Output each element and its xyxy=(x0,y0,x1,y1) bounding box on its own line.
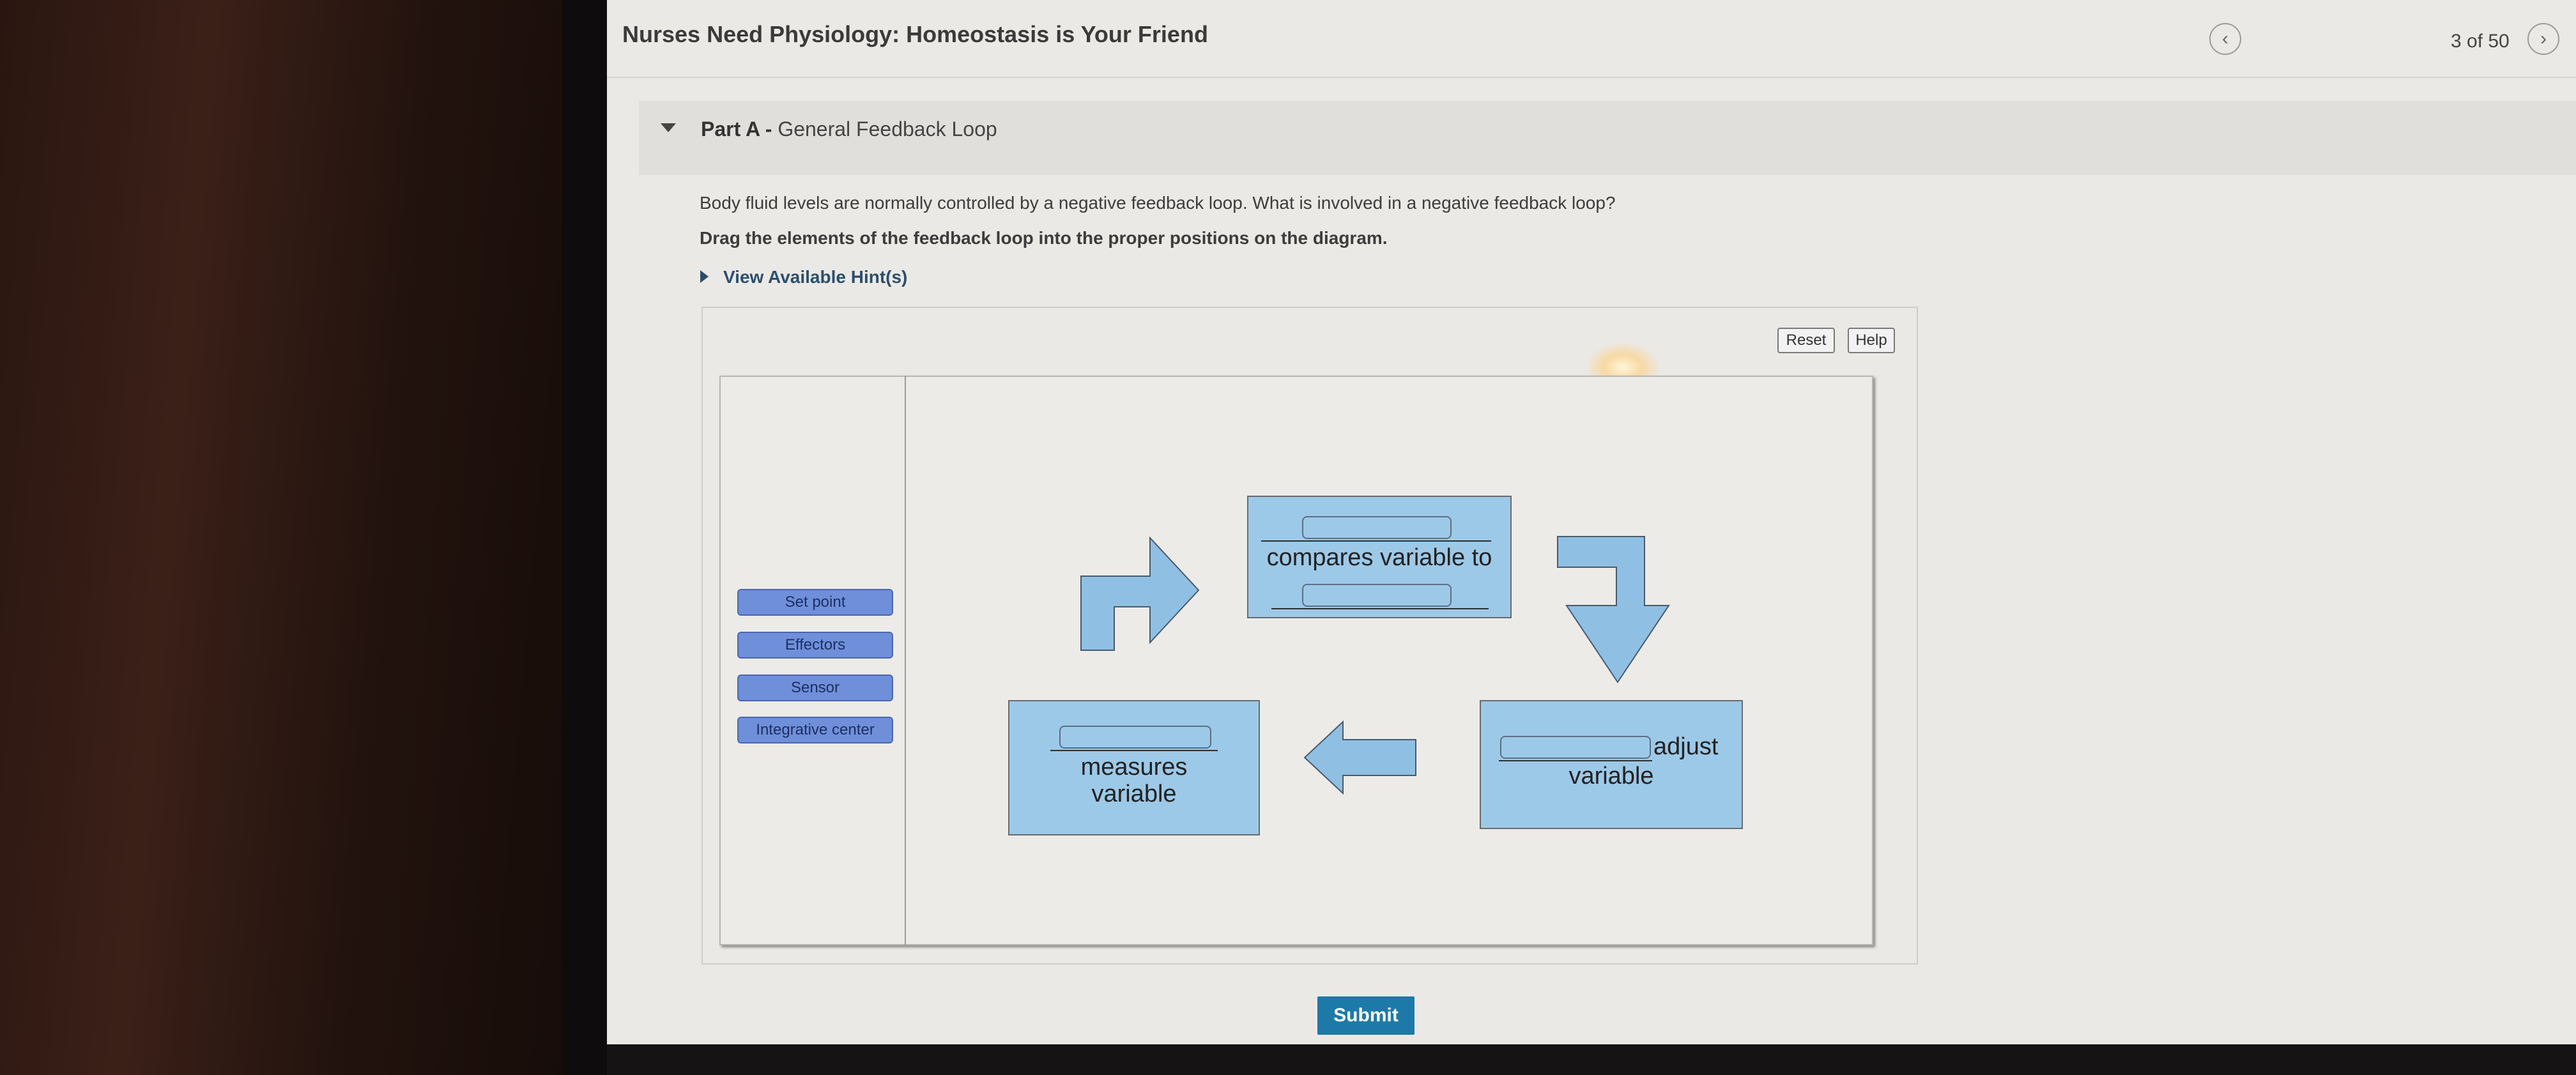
assignment-title: Nurses Need Physiology: Homeostasis is Y… xyxy=(622,21,1208,47)
arrow-down-icon xyxy=(1557,536,1670,683)
arrow-left-icon xyxy=(1303,720,1416,795)
drop-target-top[interactable] xyxy=(1302,516,1452,539)
arrow-up-right-icon xyxy=(1080,536,1200,651)
question-text: Body fluid levels are normally controlle… xyxy=(700,193,1616,213)
help-button[interactable]: Help xyxy=(1848,328,1895,353)
submit-button[interactable]: Submit xyxy=(1317,996,1414,1035)
chevron-left-icon: ‹ xyxy=(2222,28,2228,49)
monitor-bottom-edge xyxy=(607,1044,2576,1075)
blank-line xyxy=(1499,760,1652,761)
label-effectors[interactable]: Effectors xyxy=(737,632,893,659)
effectors-box: adjust variable xyxy=(1480,700,1743,829)
chevron-right-icon: › xyxy=(2540,28,2547,49)
measures-text: measures xyxy=(1080,754,1188,781)
integrative-center-box: compares variable to xyxy=(1247,496,1512,618)
variable-text: variable xyxy=(1568,763,1654,789)
browser-page: Nurses Need Physiology: Homeostasis is Y… xyxy=(607,0,2576,1044)
drop-target-setpoint[interactable] xyxy=(1302,584,1452,607)
part-name: General Feedback Loop xyxy=(778,118,997,141)
prev-button[interactable]: ‹ xyxy=(2209,23,2241,55)
desk-background xyxy=(0,0,613,1075)
diagram-canvas xyxy=(719,376,1873,945)
caret-down-icon[interactable] xyxy=(661,123,676,132)
page-count: 3 of 50 xyxy=(2451,31,2510,52)
blank-line xyxy=(1271,608,1489,609)
instruction-text: Drag the elements of the feedback loop i… xyxy=(700,228,1388,248)
part-header[interactable] xyxy=(639,101,2576,175)
part-label: Part A - xyxy=(701,118,772,141)
header-divider xyxy=(607,77,2576,78)
part-title[interactable]: Part A - General Feedback Loop xyxy=(701,118,997,141)
label-bank xyxy=(719,376,906,945)
compares-text: compares variable to xyxy=(1266,544,1492,571)
next-button[interactable]: › xyxy=(2527,23,2559,55)
blank-line xyxy=(1050,750,1218,751)
label-integrative-center[interactable]: Integrative center xyxy=(737,717,893,743)
monitor-bezel xyxy=(562,0,613,1075)
reset-button[interactable]: Reset xyxy=(1777,328,1835,353)
view-hints-link[interactable]: View Available Hint(s) xyxy=(723,267,908,287)
blank-line xyxy=(1261,540,1491,542)
variable-text: variable xyxy=(1091,781,1177,807)
label-sensor[interactable]: Sensor xyxy=(737,675,893,701)
sensor-box: measures variable xyxy=(1008,700,1260,835)
caret-right-icon[interactable] xyxy=(700,270,709,283)
drop-target-right[interactable] xyxy=(1500,736,1651,759)
drop-target-left[interactable] xyxy=(1059,726,1211,749)
adjust-text: adjust xyxy=(1653,733,1719,760)
label-set-point[interactable]: Set point xyxy=(737,589,893,616)
